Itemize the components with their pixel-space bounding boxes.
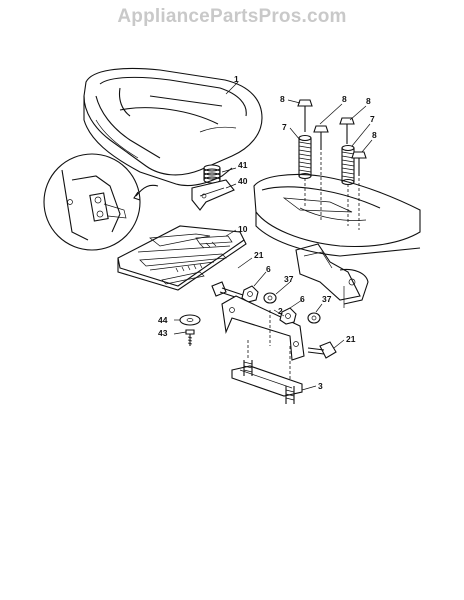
callout-1: 1 — [234, 74, 239, 84]
bolt-21-left[interactable] — [211, 281, 247, 301]
bracket-2[interactable] — [221, 295, 305, 392]
washer-37-left[interactable] — [263, 292, 277, 304]
callout-37: 37 — [322, 294, 332, 304]
washer-44[interactable] — [179, 314, 201, 326]
spring-7-left[interactable] — [298, 134, 312, 180]
callout-21: 21 — [254, 250, 264, 260]
spring-7-right[interactable] — [341, 144, 355, 186]
callout-labels: 1 8 8 8 7 7 8 41 40 10 21 6 37 2 6 37 44… — [158, 74, 377, 391]
bolt-8-c[interactable] — [339, 117, 355, 144]
callout-37: 37 — [284, 274, 294, 284]
callout-7: 7 — [282, 122, 287, 132]
callout-3: 3 — [318, 381, 323, 391]
nut-6-left[interactable] — [241, 285, 259, 303]
bracket-40[interactable] — [191, 179, 235, 211]
callout-2: 2 — [278, 306, 283, 316]
seat-pan-10[interactable] — [117, 225, 247, 291]
callout-41: 41 — [238, 160, 248, 170]
callout-6: 6 — [300, 294, 305, 304]
spring-41[interactable] — [203, 164, 221, 184]
watermark-text: AppliancePartsPros.com — [117, 6, 347, 27]
callout-10: 10 — [238, 224, 248, 234]
callout-7: 7 — [370, 114, 375, 124]
plate-3[interactable] — [231, 340, 303, 404]
seat-part[interactable] — [83, 68, 263, 187]
pointer-arrow — [135, 184, 159, 197]
bolt-43[interactable] — [185, 329, 195, 346]
callout-40: 40 — [238, 176, 248, 186]
tractor-frame — [253, 152, 421, 308]
bolt-21-right[interactable] — [307, 341, 337, 359]
callout-8: 8 — [366, 96, 371, 106]
bolt-8-a[interactable] — [297, 99, 313, 132]
callout-8: 8 — [342, 94, 347, 104]
callout-8: 8 — [280, 94, 285, 104]
callout-6: 6 — [266, 264, 271, 274]
bolt-8-b[interactable] — [313, 125, 329, 150]
callout-8: 8 — [372, 130, 377, 140]
washer-37-right[interactable] — [307, 312, 321, 324]
bolt-8-d[interactable] — [351, 151, 367, 176]
leader-lines — [173, 81, 373, 391]
callout-21: 21 — [346, 334, 356, 344]
callout-44: 44 — [158, 315, 168, 325]
callout-43: 43 — [158, 328, 168, 338]
detail-inset — [43, 153, 159, 251]
